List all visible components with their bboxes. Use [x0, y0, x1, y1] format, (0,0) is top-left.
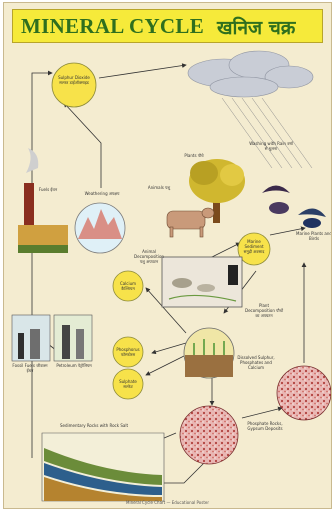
label-rain: Washing with Rain वर्षा से धुलना: [248, 141, 294, 151]
birds-illustration: [262, 186, 326, 229]
cow-illustration: [167, 208, 214, 237]
label-calcium: Calcium कैल्शियम: [114, 281, 142, 291]
label-plant-decomposition: Plant Decomposition पौधों का अपघटन: [244, 303, 284, 318]
cloud-illustration: [188, 51, 313, 97]
label-phosphate-rocks: Phosphate Rocks, Gypsum Deposits: [242, 421, 288, 431]
factory-illustration: [18, 148, 68, 253]
label-sulphur-dioxide: Sulphur Dioxide सल्फर डाईऑक्साइड: [56, 75, 92, 85]
decomposition-scene: [162, 257, 242, 307]
mountain-circle: [75, 203, 125, 253]
label-fuels: Fuels ईंधन: [38, 187, 58, 192]
label-plants: Plants पौधे: [182, 153, 206, 158]
label-marine-plants: Marine Plants and Birds: [296, 231, 332, 241]
sedimentary-strata: [42, 433, 164, 501]
rain-lines: [222, 98, 312, 168]
label-fossil-fuels: Fossil Fuels जीवाश्म ईंधन: [10, 363, 50, 373]
label-sedimentary-rocks: Sedimentary Rocks with Rock Salt: [56, 423, 132, 428]
label-sulphate: Sulphate सल्फेट: [114, 379, 142, 389]
label-animals: Animals पशु: [142, 185, 176, 190]
diagram-artwork: [4, 3, 331, 508]
fossil-fuel-panels: [12, 315, 92, 361]
label-animal-decomposition: Animal Decomposition पशु अपघटन: [132, 249, 166, 264]
label-petroleum: Petroleum पेट्रोलियम: [54, 363, 94, 368]
label-phosphorus: Phosphorus फॉस्फोरस: [114, 347, 142, 357]
footer-credit: Mineral Cycle Chart — Educational Poster: [4, 500, 331, 505]
mineral-cycle-chart: MINERAL CYCLE खनिज चक्र: [3, 2, 332, 509]
label-marine-sediment: Marine Sediment समुद्री अवसाद: [240, 239, 268, 254]
label-weathering: Weathering अपक्षय: [82, 191, 122, 196]
soil-circle: [184, 328, 234, 378]
label-dissolved-minerals: Dissolved Sulphur, Phosphates and Calciu…: [236, 355, 276, 370]
